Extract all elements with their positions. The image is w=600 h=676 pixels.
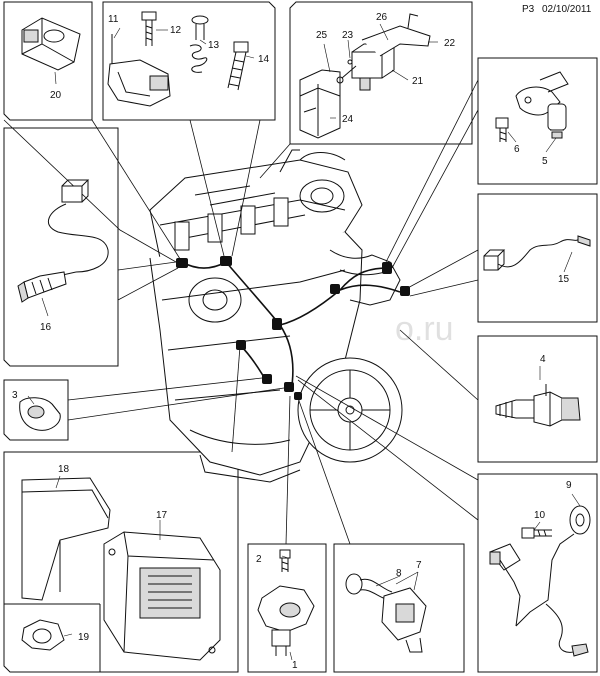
inset-box-4: [477, 335, 598, 463]
callout-24: 24: [342, 114, 354, 125]
part-5-cam-sensor: [515, 71, 569, 139]
callout-21: 21: [412, 76, 424, 87]
part-9-knock-sensor: [489, 505, 591, 657]
leader-lines: [3, 79, 479, 545]
engine-assembly: [149, 149, 403, 483]
callout-16: 16: [40, 322, 52, 333]
callout-12: 12: [170, 25, 182, 36]
callout-9: 9: [566, 480, 572, 491]
inset-box-20: [3, 1, 93, 121]
inset-box-16: [3, 127, 119, 367]
part-7-cam-sensor: [381, 587, 427, 653]
part-8-sensor: [345, 573, 393, 601]
callout-14: 14: [258, 54, 270, 65]
inset-box-7-8: [333, 543, 465, 673]
callout-23: 23: [342, 30, 354, 41]
inset-box-21-26: [289, 1, 473, 145]
part-24-bracket: [299, 69, 341, 139]
inset-box-3: [3, 379, 69, 441]
callout-1: 1: [292, 660, 298, 671]
page-code: P3: [522, 4, 535, 15]
part-14-bolt: [227, 41, 249, 91]
part-6-bolt: [495, 117, 509, 142]
callout-13: 13: [208, 40, 220, 51]
callout-6: 6: [514, 144, 520, 155]
part-13-spring: [189, 15, 209, 73]
part-21-valve: [351, 43, 396, 91]
callout-3: 3: [12, 390, 18, 401]
callout-18: 18: [58, 464, 70, 475]
part-10-bolt: [521, 527, 552, 539]
part-12-bolt: [141, 11, 157, 46]
callout-4: 4: [540, 354, 546, 365]
page-date: 02/10/2011: [542, 4, 592, 15]
inset-box-9-10: [477, 473, 598, 673]
callout-26: 26: [376, 12, 388, 23]
callout-15: 15: [558, 274, 570, 285]
watermark-text: o.ru: [395, 310, 454, 348]
callout-8: 8: [396, 568, 402, 579]
callout-ticks: [27, 23, 581, 661]
inset-box-1-2: [247, 543, 327, 673]
part-20-pressure-sensor: [21, 17, 81, 71]
part-22-26-bracket: [336, 13, 431, 84]
part-15-temperature-sensor: [483, 235, 591, 271]
part-19-nut: [21, 619, 65, 651]
callout-20: 20: [50, 90, 62, 101]
inset-box-11-14: [102, 1, 276, 121]
callout-2: 2: [256, 554, 262, 565]
callout-11: 11: [108, 14, 119, 25]
callout-19: 19: [78, 632, 90, 643]
part-18-cover: [21, 477, 111, 601]
callout-25: 25: [316, 30, 328, 41]
part-16-oxygen-sensor: [17, 179, 109, 303]
part-3-sensor: [19, 397, 61, 431]
part-11-ignition-coil: [107, 34, 171, 107]
part-2-screw: [279, 549, 291, 572]
callout-10: 10: [534, 510, 546, 521]
part-4-coolant-sensor: [495, 384, 581, 427]
inset-box-15: [477, 193, 598, 323]
part-1-map-sensor: [257, 585, 315, 656]
part-17-ecu: [103, 531, 221, 661]
callout-17: 17: [156, 510, 168, 521]
callout-5: 5: [542, 156, 548, 167]
callout-22: 22: [444, 38, 456, 49]
callout-7: 7: [416, 560, 422, 571]
inset-box-5-6: [477, 57, 598, 185]
